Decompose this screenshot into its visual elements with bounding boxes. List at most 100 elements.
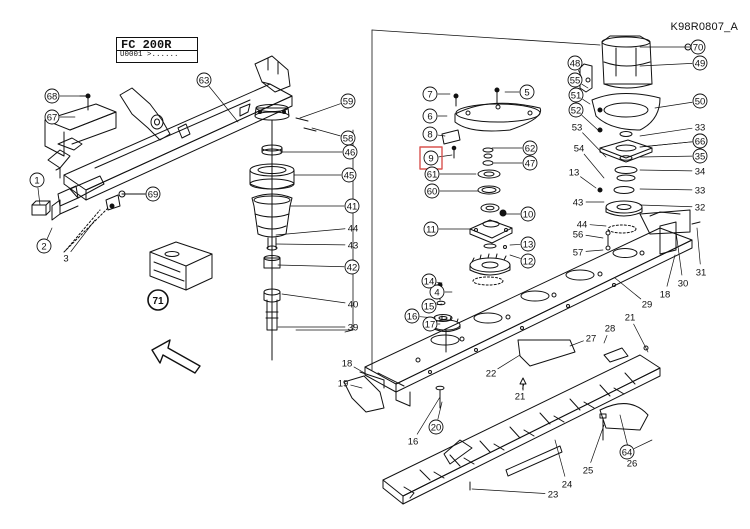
leader-line-49 — [639, 63, 693, 67]
callout-circle — [692, 133, 708, 149]
leader-line-56 — [585, 234, 604, 239]
callout-number: 58 — [343, 134, 354, 145]
callout-circle — [422, 126, 438, 142]
callout-circle — [422, 108, 438, 124]
callout-number: 59 — [343, 97, 354, 108]
model-divider — [117, 50, 197, 51]
callout-number: 49 — [695, 59, 706, 70]
callout-46: 46 — [342, 144, 358, 160]
callout-circle — [567, 55, 583, 71]
leader-line-12 — [509, 254, 521, 259]
callout-number: 21 — [515, 392, 526, 403]
callout-32: 32 — [695, 203, 706, 214]
callout-number: 5 — [524, 88, 529, 99]
callout-71: 71 — [147, 289, 169, 311]
callout-44: 44 — [577, 220, 588, 231]
callout-30: 30 — [678, 279, 689, 290]
callout-number: 28 — [605, 324, 616, 335]
leader-line-33 — [639, 188, 693, 191]
leader-line-15 — [436, 303, 443, 306]
callout-3: 3 — [63, 254, 68, 265]
callout-11: 11 — [423, 221, 439, 237]
callout-number: 15 — [424, 302, 435, 313]
callout-circle — [520, 236, 536, 252]
callout-17: 17 — [422, 316, 438, 332]
callout-circle — [29, 172, 45, 188]
callout-14: 14 — [421, 273, 437, 289]
callout-number: 7 — [427, 90, 432, 101]
leader-line-63 — [208, 85, 239, 123]
callout-56: 56 — [573, 230, 584, 241]
callout-58: 58 — [340, 130, 356, 146]
callout-leader-lines — [37, 46, 701, 494]
callout-circle — [428, 419, 444, 435]
callout-70: 70 — [690, 39, 706, 55]
callout-number: 16 — [407, 312, 418, 323]
callout-circle — [404, 308, 420, 324]
callout-13: 13 — [520, 236, 536, 252]
callout-number: 69 — [148, 190, 159, 201]
leader-line-33 — [639, 127, 693, 137]
lubricant-box-part — [149, 241, 213, 291]
callout-45: 45 — [341, 167, 357, 183]
callout-circle — [692, 93, 708, 109]
callout-68: 68 — [44, 88, 60, 104]
callout-number: 33 — [695, 186, 706, 197]
lower-knife-bar — [382, 354, 661, 505]
callout-number: 50 — [695, 97, 706, 108]
model-serial-range: U0001 >...... — [120, 51, 179, 59]
leader-line-59 — [299, 103, 341, 119]
leader-line-20 — [437, 401, 443, 420]
callout-number: 53 — [572, 123, 583, 134]
callout-number: 11 — [426, 225, 436, 236]
callout-circle — [692, 148, 708, 164]
callout-number: 16 — [408, 437, 419, 448]
leader-line-57 — [585, 249, 604, 252]
leader-line-44 — [589, 224, 607, 227]
callout-number: 45 — [344, 171, 355, 182]
callout-circle — [422, 86, 438, 102]
leader-line-8 — [437, 134, 446, 137]
leader-line-2 — [46, 227, 53, 240]
callout-number: 29 — [642, 300, 653, 311]
callout-61: 61 — [424, 166, 440, 182]
callout-number: 13 — [569, 168, 580, 179]
callout-7: 7 — [422, 86, 438, 102]
callout-15: 15 — [421, 298, 437, 314]
leader-line-21 — [522, 383, 525, 389]
callout-number: 67 — [47, 113, 58, 124]
callout-number: 63 — [199, 76, 210, 87]
leader-line-66 — [639, 141, 693, 148]
callout-circle — [344, 198, 360, 214]
callout-number: 4 — [434, 288, 439, 299]
callout-9: 9 — [419, 146, 443, 170]
callout-63: 63 — [196, 72, 212, 88]
callout-number: 43 — [573, 198, 584, 209]
left-guard-plates — [44, 103, 117, 179]
right-end-plates — [639, 209, 701, 255]
callout-51: 51 — [568, 87, 584, 103]
callout-number: 56 — [573, 230, 584, 241]
callout-circle — [44, 88, 60, 104]
callout-52: 52 — [568, 102, 584, 118]
callout-31: 31 — [696, 268, 707, 279]
leader-line-43 — [275, 243, 346, 246]
callout-66: 66 — [692, 133, 708, 149]
callout-34: 34 — [695, 167, 706, 178]
callout-number: 30 — [678, 279, 689, 290]
callout-number: 1 — [34, 176, 39, 187]
leader-line-9 — [438, 154, 453, 158]
callout-number: 19 — [338, 379, 349, 390]
callout-number: 40 — [348, 300, 359, 311]
callout-number: 42 — [347, 263, 358, 274]
leader-line-35 — [639, 155, 693, 158]
leader-line-21 — [633, 323, 649, 353]
callout-number: 55 — [570, 76, 581, 87]
callout-16: 16 — [404, 308, 420, 324]
callout-number: 32 — [695, 203, 706, 214]
callout-number: 17 — [425, 320, 436, 331]
callout-35: 35 — [692, 148, 708, 164]
callout-number: 31 — [696, 268, 707, 279]
callout-number: 23 — [548, 490, 559, 501]
callout-circle — [567, 72, 583, 88]
